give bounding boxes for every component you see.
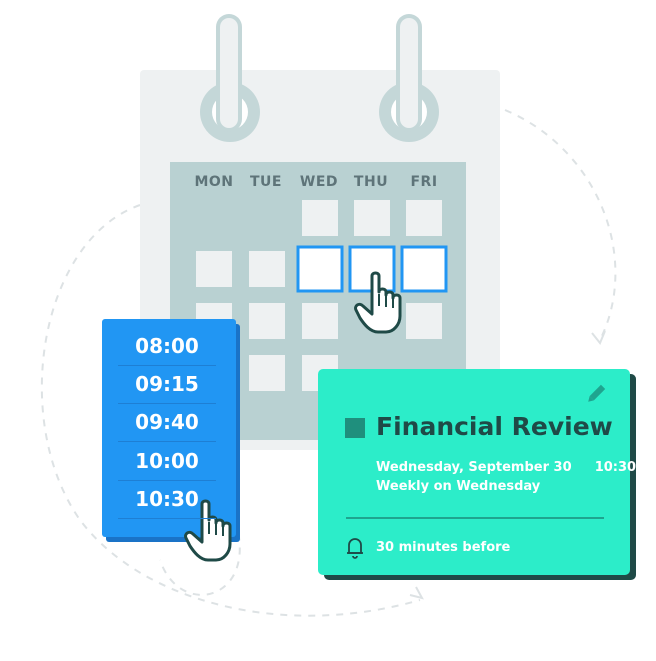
day-label-wed: WED bbox=[299, 174, 339, 190]
calendar-cell[interactable] bbox=[249, 355, 285, 391]
event-title: Financial Review bbox=[376, 412, 613, 441]
time-separator bbox=[118, 403, 216, 404]
calendar-cell-selected[interactable] bbox=[348, 245, 396, 293]
dashed-loop-right bbox=[504, 109, 617, 341]
time-separator bbox=[118, 518, 216, 519]
calendar-cell[interactable] bbox=[406, 303, 442, 339]
calendar-cell[interactable] bbox=[249, 251, 285, 287]
event-date: Wednesday, September 30 10:30 bbox=[376, 460, 636, 475]
calendar-cell[interactable] bbox=[406, 200, 442, 236]
event-card bbox=[318, 369, 630, 575]
calendar-cell-selected[interactable] bbox=[296, 245, 344, 293]
dashed-arrow-head bbox=[409, 586, 424, 600]
dashed-arrow-head-right bbox=[591, 330, 606, 345]
time-option[interactable]: 09:15 bbox=[135, 372, 199, 396]
day-label-fri: FRI bbox=[410, 174, 438, 190]
time-option[interactable]: 10:00 bbox=[135, 449, 199, 473]
pencil-icon[interactable] bbox=[586, 384, 606, 404]
calendar-cell[interactable] bbox=[249, 303, 285, 339]
event-date-text: Wednesday, September 30 bbox=[376, 460, 572, 475]
day-label-mon: MON bbox=[194, 174, 234, 190]
hand-cursor-icon bbox=[354, 271, 402, 334]
time-separator bbox=[118, 480, 216, 481]
day-label-thu: THU bbox=[353, 174, 389, 190]
time-separator bbox=[118, 441, 216, 442]
bell-icon bbox=[347, 538, 363, 559]
dashed-loop-left bbox=[40, 204, 421, 617]
time-option[interactable]: 08:00 bbox=[135, 334, 199, 358]
time-option-selected[interactable]: 10:30 bbox=[135, 487, 199, 511]
calendar-cell[interactable] bbox=[302, 303, 338, 339]
event-color-square bbox=[345, 418, 365, 438]
event-recurrence: Weekly on Wednesday bbox=[376, 479, 541, 494]
time-panel bbox=[102, 319, 236, 537]
calendar-cell[interactable] bbox=[354, 200, 390, 236]
calendar-cell-selected[interactable] bbox=[400, 245, 448, 293]
calendar-cell[interactable] bbox=[196, 251, 232, 287]
dashed-loop-bottom bbox=[159, 519, 241, 596]
time-separator bbox=[118, 365, 216, 366]
time-option[interactable]: 09:40 bbox=[135, 410, 199, 434]
day-label-tue: TUE bbox=[250, 174, 282, 190]
calendar-cell[interactable] bbox=[302, 200, 338, 236]
event-time: 10:30 bbox=[594, 460, 637, 475]
event-reminder: 30 minutes before bbox=[376, 540, 511, 555]
